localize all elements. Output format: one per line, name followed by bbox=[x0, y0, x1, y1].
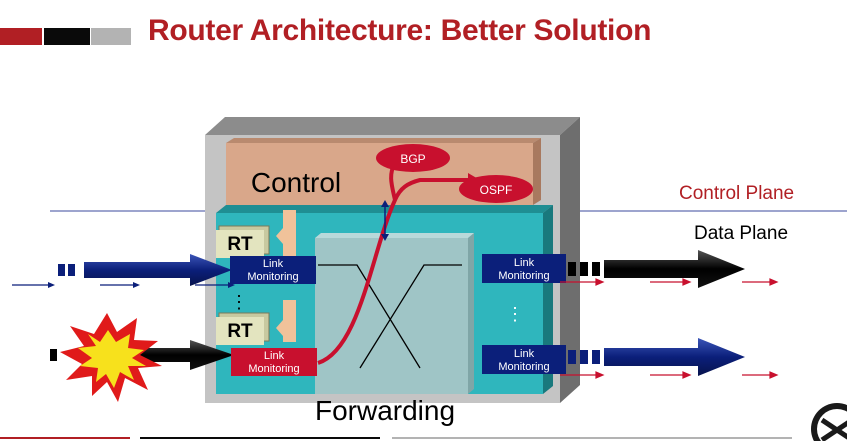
monitoring-to-ospf-arrow bbox=[317, 178, 470, 365]
footer-line-red bbox=[0, 437, 130, 439]
link-monitor-out-ellipsis: ⋮ bbox=[506, 304, 524, 324]
link-monitor-in-bottom-line1: Link bbox=[264, 350, 285, 362]
rt-box-bottom-face bbox=[216, 317, 264, 345]
output-packet-arrows-top bbox=[560, 278, 779, 286]
crossbar-line-a bbox=[318, 264, 421, 369]
link-monitor-in-top-line2: Monitoring bbox=[247, 271, 298, 283]
control-label: Control bbox=[251, 167, 341, 198]
link-monitor-in-bottom-line2: Monitoring bbox=[248, 363, 299, 375]
crossbar-line-b bbox=[359, 264, 462, 369]
rt-ellipsis: ⋮ bbox=[230, 292, 248, 312]
input-arrow-top bbox=[84, 254, 232, 286]
link-monitor-in-top bbox=[230, 256, 316, 284]
link-monitor-out-bottom-line1: Link bbox=[514, 348, 535, 360]
link-monitor-in-top-line1: Link bbox=[263, 258, 284, 270]
router-box-side bbox=[560, 117, 580, 403]
title-accent-gray-bar bbox=[91, 28, 131, 45]
link-monitor-in-bottom bbox=[231, 348, 317, 376]
output-top-dash-3 bbox=[592, 262, 600, 276]
link-monitor-out-top-line2: Monitoring bbox=[498, 270, 549, 282]
link-monitor-out-bottom-line2: Monitoring bbox=[498, 361, 549, 373]
ospf-ellipse bbox=[459, 175, 533, 203]
output-packet-arrows-bottom bbox=[560, 371, 779, 379]
output-bottom-dash-2 bbox=[580, 350, 588, 364]
link-monitor-out-top-line1: Link bbox=[514, 257, 535, 269]
ospf-label: OSPF bbox=[480, 183, 513, 197]
link-monitor-out-bottom bbox=[482, 345, 566, 374]
output-bottom-dash-1 bbox=[568, 350, 576, 364]
footer-line-black bbox=[140, 437, 380, 439]
rt-box-top-face bbox=[216, 230, 264, 258]
input-top-dash-1 bbox=[58, 264, 65, 276]
title-accent-black-bar bbox=[44, 28, 90, 45]
data-plane-label: Data Plane bbox=[694, 223, 789, 244]
output-arrow-bottom bbox=[604, 338, 745, 376]
rt-feed-arrow-bottom bbox=[283, 300, 296, 342]
input-arrow-bottom bbox=[130, 340, 234, 370]
rt-label-bottom: RT bbox=[227, 321, 253, 342]
output-bottom-dash-3 bbox=[592, 350, 600, 364]
link-monitor-out-top bbox=[482, 254, 566, 283]
output-arrow-top bbox=[604, 250, 745, 288]
page-title: Router Architecture: Better Solution bbox=[148, 14, 652, 47]
output-top-dash-2 bbox=[580, 262, 588, 276]
forwarding-label: Forwarding bbox=[315, 395, 455, 426]
switch-fabric-box bbox=[315, 238, 468, 394]
control-plane-label: Control Plane bbox=[679, 183, 795, 204]
footer-line-gray bbox=[392, 437, 792, 439]
input-top-dash-2 bbox=[68, 264, 75, 276]
bgp-ellipse bbox=[376, 144, 450, 172]
title-accent-red-bar bbox=[0, 28, 42, 45]
rt-label-top: RT bbox=[227, 234, 253, 255]
bgp-label: BGP bbox=[400, 152, 425, 166]
output-top-dash-1 bbox=[568, 262, 576, 276]
router-box-top bbox=[205, 117, 580, 135]
input-bottom-dash-1 bbox=[50, 349, 57, 361]
